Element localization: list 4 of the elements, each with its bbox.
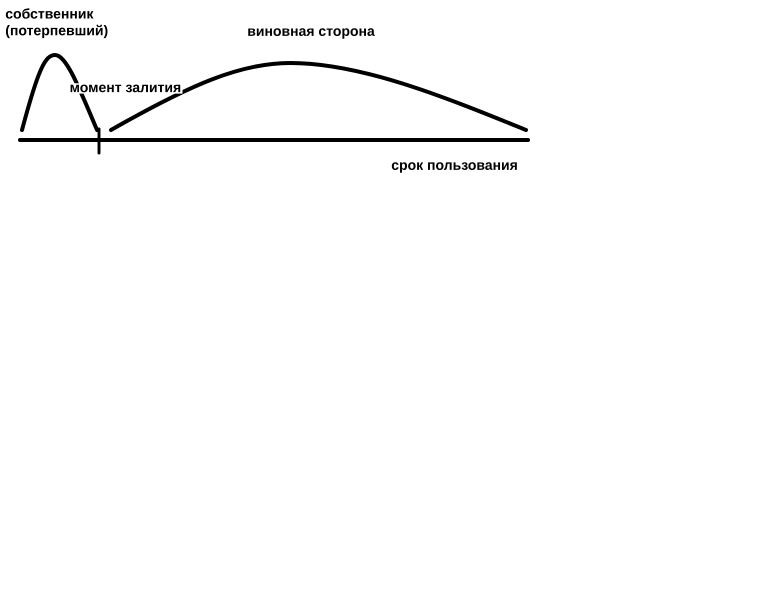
curve-label: виновная сторона	[248, 28, 375, 39]
curve-label: собственник (потерпевший)	[6, 8, 108, 38]
tick-label: момент залития	[68, 83, 183, 94]
axis-label: срок пользования	[392, 162, 517, 173]
